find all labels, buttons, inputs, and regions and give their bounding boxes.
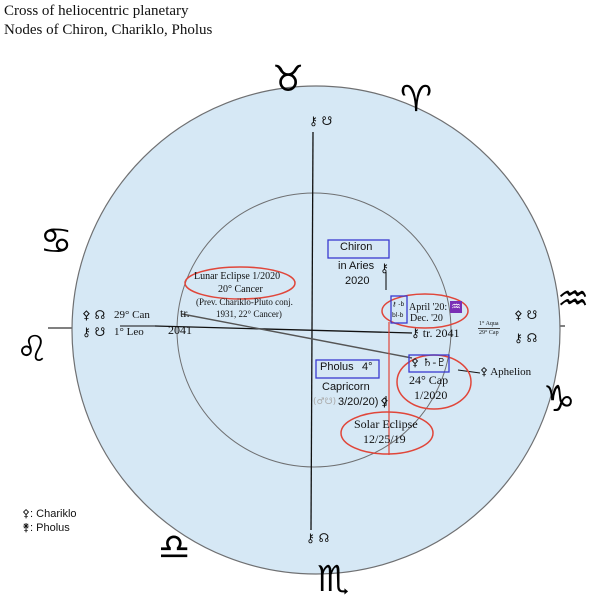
- pholus-date: 3/20/20): [338, 396, 379, 408]
- fraction-denominator: 29° Cap: [479, 330, 499, 336]
- taurus-icon: ♉: [272, 59, 305, 100]
- aries-icon: ♈: [400, 79, 433, 120]
- cancer-icon: ♋: [40, 221, 73, 262]
- vertical-node-axis: [310, 131, 314, 531]
- solar-eclipse-title: Solar Eclipse: [354, 417, 418, 431]
- chariklo-pluto-note-1: (Prev. Chariklo-Pluto conj.: [196, 297, 293, 307]
- lunar-eclipse-title: Lunar Eclipse 1/2020: [194, 271, 281, 282]
- horizontal-node-axis: [154, 325, 413, 334]
- title-line-2: Nodes of Chiron, Chariklo, Pholus: [4, 22, 213, 38]
- aquarius-badge-icon: ♒: [450, 300, 462, 313]
- pholus-glyph-icon: ⚴: [380, 395, 389, 409]
- chiron-glyph-icon: ⚷: [380, 261, 389, 275]
- aquarius-icon: ♒: [557, 279, 590, 320]
- fraction-numerator: 1° Aqua: [478, 321, 500, 329]
- diagonal-line: [181, 313, 413, 359]
- saturn-pluto-box: [408, 354, 450, 373]
- left-node-row2-text: 1° Leo: [114, 326, 144, 338]
- capricorn-icon: ♑: [543, 379, 576, 420]
- right-node-row2-symbols: ⚷ ☊: [514, 331, 538, 345]
- april-symbol-bottom: bl-b: [392, 312, 404, 319]
- april-symbol-box: [390, 295, 408, 324]
- inner-circle: [176, 192, 452, 468]
- legend: ⚴: Chariklo ⚵: Pholus: [22, 507, 77, 535]
- aphelion-label: ⚴ Aphelion: [480, 366, 532, 378]
- saturn-pluto-glyphs-icon: ⚴ ♄-♇: [411, 356, 447, 369]
- leo-icon: ♌: [16, 329, 49, 370]
- chiron-label: Chiron: [340, 241, 373, 253]
- libra-icon: ♎: [158, 527, 191, 568]
- solar-eclipse-highlight: [340, 411, 434, 455]
- april-highlight: [381, 293, 469, 329]
- left-transit-label: tr.: [180, 306, 190, 320]
- diagram-title: Cross of heliocentric planetary Nodes of…: [4, 2, 212, 40]
- pholus-sign: Capricorn: [322, 381, 370, 393]
- right-transit-label: ⚷ tr. 2041: [411, 326, 460, 340]
- left-transit-year: 2041: [168, 323, 192, 337]
- pholus-label: Pholus: [320, 361, 354, 373]
- left-node-row2-symbols: ⚷ ☋: [82, 325, 106, 339]
- legend-chariklo: ⚴: Chariklo: [22, 508, 77, 520]
- top-node-label: ⚷ ☋: [309, 114, 333, 128]
- april-symbol-top: ⚷ -b: [392, 301, 405, 308]
- pholus-degree: 4°: [362, 361, 373, 373]
- pholus-aspect-icon: (♂☋): [313, 397, 337, 407]
- chiron-year: 2020: [345, 275, 370, 287]
- left-node-row1-text: 29° Can: [114, 309, 150, 321]
- bottom-node-label: ⚷ ☊: [306, 531, 330, 545]
- title-line-1: Cross of heliocentric planetary: [4, 3, 189, 19]
- lunar-eclipse-highlight: [184, 266, 296, 300]
- chiron-in-aries: in Aries: [338, 260, 375, 272]
- saturn-pluto-date: 1/2020: [414, 388, 448, 402]
- right-degree-fraction: 1° Aqua 29° Cap: [478, 320, 500, 337]
- solar-eclipse-date: 12/25/19: [363, 432, 406, 446]
- april-date: April '20: 1°: [409, 302, 459, 313]
- legend-pholus: ⚵: Pholus: [22, 522, 70, 534]
- saturn-pluto-degree: 24° Cap: [409, 373, 449, 387]
- dec-date: Dec. '20: [410, 313, 443, 324]
- lunar-eclipse-degree: 20° Cancer: [218, 284, 263, 295]
- chiron-label-box: [327, 239, 390, 259]
- scorpio-icon: ♏: [317, 559, 350, 600]
- pholus-label-box: [315, 359, 380, 379]
- right-node-row1-symbols: ⚴ ☋: [514, 308, 538, 322]
- left-node-row1-symbols: ⚴ ☊: [82, 308, 106, 322]
- chariklo-pluto-note-2: 1931, 22° Cancer): [216, 309, 282, 319]
